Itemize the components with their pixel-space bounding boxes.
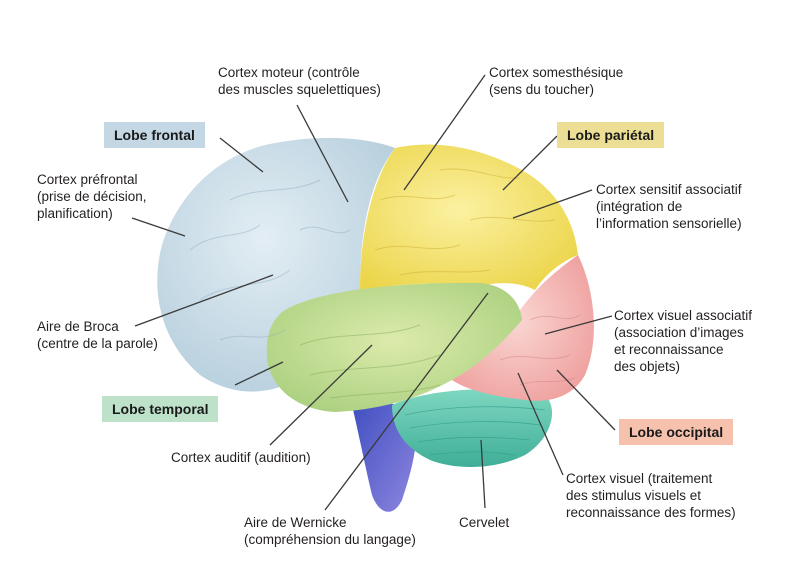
- leader-visual: [517, 372, 564, 476]
- label-somatosensory-cortex: Cortex somesthésique (sens du toucher): [489, 65, 624, 97]
- leader-lines: [131, 74, 616, 511]
- label-broca-area: Aire de Broca (centre de la parole): [37, 319, 158, 351]
- label-motor-cortex: Cortex moteur (contrôle des muscles sque…: [218, 65, 381, 97]
- label-visual-association-cortex: Cortex visuel associatif (association d’…: [614, 308, 753, 374]
- leader-auditory: [269, 344, 373, 446]
- parietal-lobe-region: [360, 144, 578, 290]
- label-sensory-association-cortex: Cortex sensitif associatif (intégration …: [596, 182, 742, 231]
- label-visual-cortex: Cortex visuel (traitement des stimulus v…: [566, 471, 736, 520]
- lobe-occipital-badge: Lobe occipital: [619, 419, 734, 445]
- temporal-lobe-region: [266, 282, 522, 412]
- leader-wernicke: [324, 292, 489, 511]
- leader-parietal: [502, 135, 558, 191]
- leader-motor: [296, 104, 349, 203]
- cerebellum-region: [392, 389, 553, 467]
- label-auditory-cortex: Cortex auditif (audition): [171, 450, 311, 465]
- lobe-frontal-badge: Lobe frontal: [104, 122, 205, 148]
- leader-broca: [134, 274, 274, 327]
- frontal-lobe-region: [157, 137, 395, 392]
- leader-sensory-assoc: [512, 189, 593, 219]
- leader-occipital: [556, 369, 616, 431]
- leader-temporal: [234, 361, 284, 386]
- label-cerebellum: Cervelet: [459, 515, 510, 530]
- leader-visual-assoc: [544, 315, 613, 335]
- lobe-temporal-badge: Lobe temporal: [102, 396, 219, 422]
- label-prefrontal-cortex: Cortex préfrontal (prise de décision, pl…: [37, 172, 147, 221]
- label-wernicke-area: Aire de Wernicke (compréhension du langa…: [244, 515, 416, 547]
- occipital-lobe-region: [452, 255, 594, 401]
- leader-cerebellum: [480, 439, 486, 509]
- leader-prefrontal: [131, 217, 186, 237]
- leader-somatosensory: [403, 74, 486, 191]
- leader-frontal: [219, 137, 264, 173]
- lobe-parietal-badge: Lobe pariétal: [557, 122, 665, 148]
